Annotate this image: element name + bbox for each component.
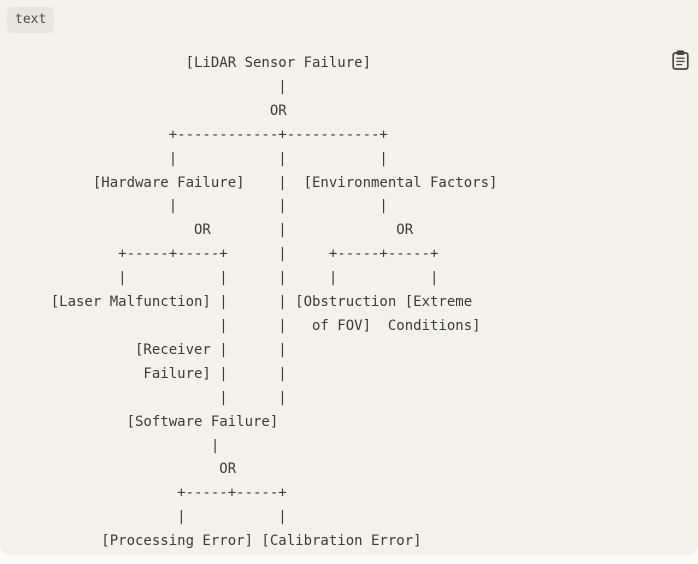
clipboard-icon xyxy=(671,50,689,70)
copy-button[interactable] xyxy=(670,49,690,71)
code-language-label: text xyxy=(7,7,55,33)
code-content: [LiDAR Sensor Failure] | OR +-----------… xyxy=(50,55,498,550)
